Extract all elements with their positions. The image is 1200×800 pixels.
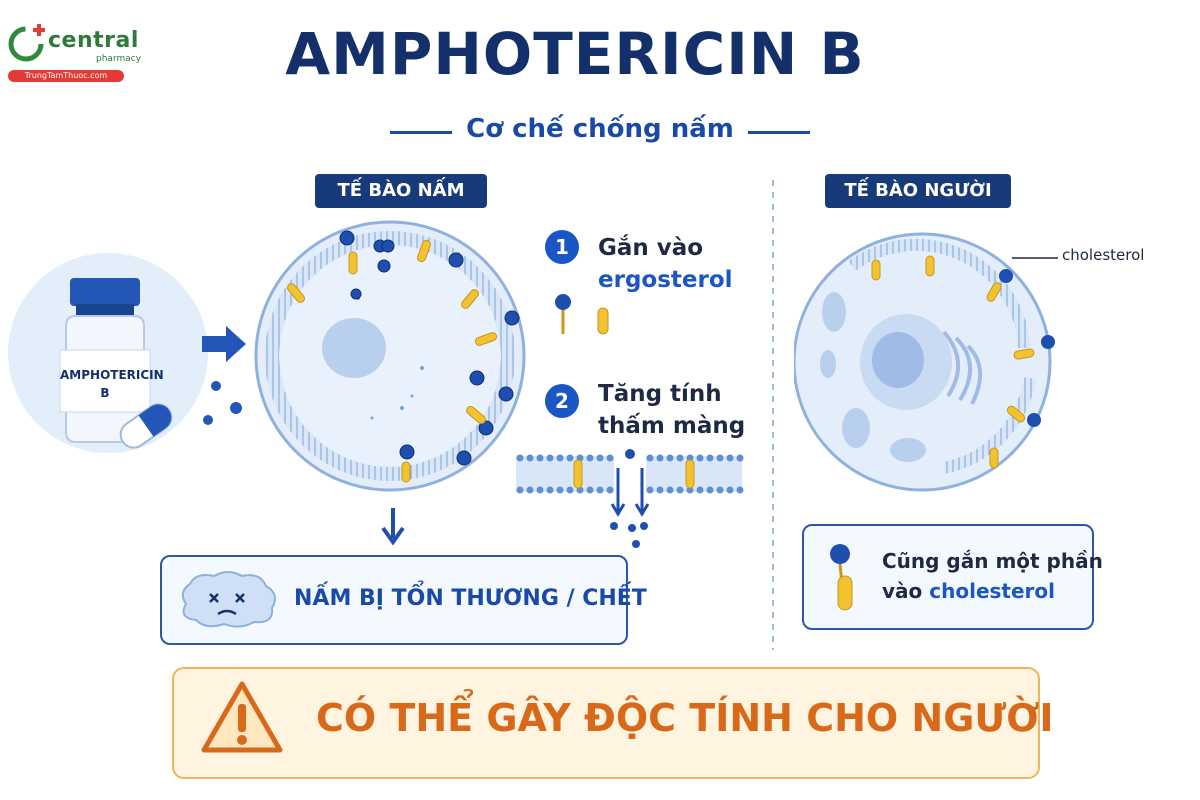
page-title: AMPHOTERICIN B xyxy=(285,20,865,88)
human-info-prefix: vào xyxy=(882,579,930,603)
vial-label-line-2: B xyxy=(100,386,110,400)
membrane-pore-diagram xyxy=(516,449,744,548)
human-info-emphasis: cholesterol xyxy=(929,579,1055,603)
step-1-line-2: ergosterol xyxy=(598,267,733,293)
warning-icon xyxy=(201,681,283,753)
cholesterol-label: cholesterol xyxy=(1062,246,1145,264)
warning-text: CÓ THỂ GÂY ĐỘC TÍNH CHO NGƯỜI xyxy=(316,696,1054,740)
logo-subtext: pharmacy xyxy=(96,54,142,64)
dead-fungus-icon xyxy=(181,571,276,628)
logo-url: TrungTamThuoc.com xyxy=(8,70,124,82)
result-text: NẤM BỊ TỔN THƯƠNG / CHẾT xyxy=(294,586,647,611)
subtitle-line-left xyxy=(390,131,453,134)
human-info-line-1: Cũng gắn một phần xyxy=(882,549,1103,573)
result-arrow xyxy=(381,508,405,546)
fungal-cell-diagram xyxy=(254,220,526,492)
fungal-cell-badge: TẾ BÀO NẤM xyxy=(315,174,487,208)
subtitle-row: Cơ chế chống nấm xyxy=(0,114,1200,144)
subtitle-line-right xyxy=(747,131,810,134)
logo-brand: central xyxy=(48,28,139,53)
step-1-text: Gắn vào ergosterol xyxy=(598,232,733,296)
vial-label: AMPHOTERICIN B xyxy=(60,366,164,402)
step-2-line-2: thấm màng xyxy=(598,413,746,439)
human-info-line-2: vào cholesterol xyxy=(882,576,1103,606)
section-divider xyxy=(772,180,774,650)
human-cell-badge: TẾ BÀO NGƯỜI xyxy=(825,174,1011,208)
vial-cap xyxy=(70,278,140,306)
drug-vial-illustration xyxy=(8,253,208,453)
warning-box xyxy=(172,667,1040,779)
drug-to-cell-arrow xyxy=(202,326,246,425)
human-cell-diagram xyxy=(794,232,1055,492)
amphotericin-ergosterol-icon xyxy=(555,294,609,335)
cholesterol-pointer xyxy=(1012,257,1058,259)
logo-icon xyxy=(8,24,45,62)
step-2-line-1: Tăng tính xyxy=(598,381,722,407)
subtitle: Cơ chế chống nấm xyxy=(466,114,734,144)
human-info-text: Cũng gắn một phần vào cholesterol xyxy=(882,546,1103,606)
step-2-number: 2 xyxy=(545,384,579,418)
human-info-box xyxy=(802,524,1094,630)
vial-label-line-1: AMPHOTERICIN xyxy=(60,368,164,382)
capsule-icon xyxy=(119,403,173,449)
step-2-text: Tăng tính thấm màng xyxy=(598,378,745,442)
amphotericin-cholesterol-icon xyxy=(830,544,853,611)
step-1-line-1: Gắn vào xyxy=(598,235,704,261)
step-1-number: 1 xyxy=(545,230,579,264)
